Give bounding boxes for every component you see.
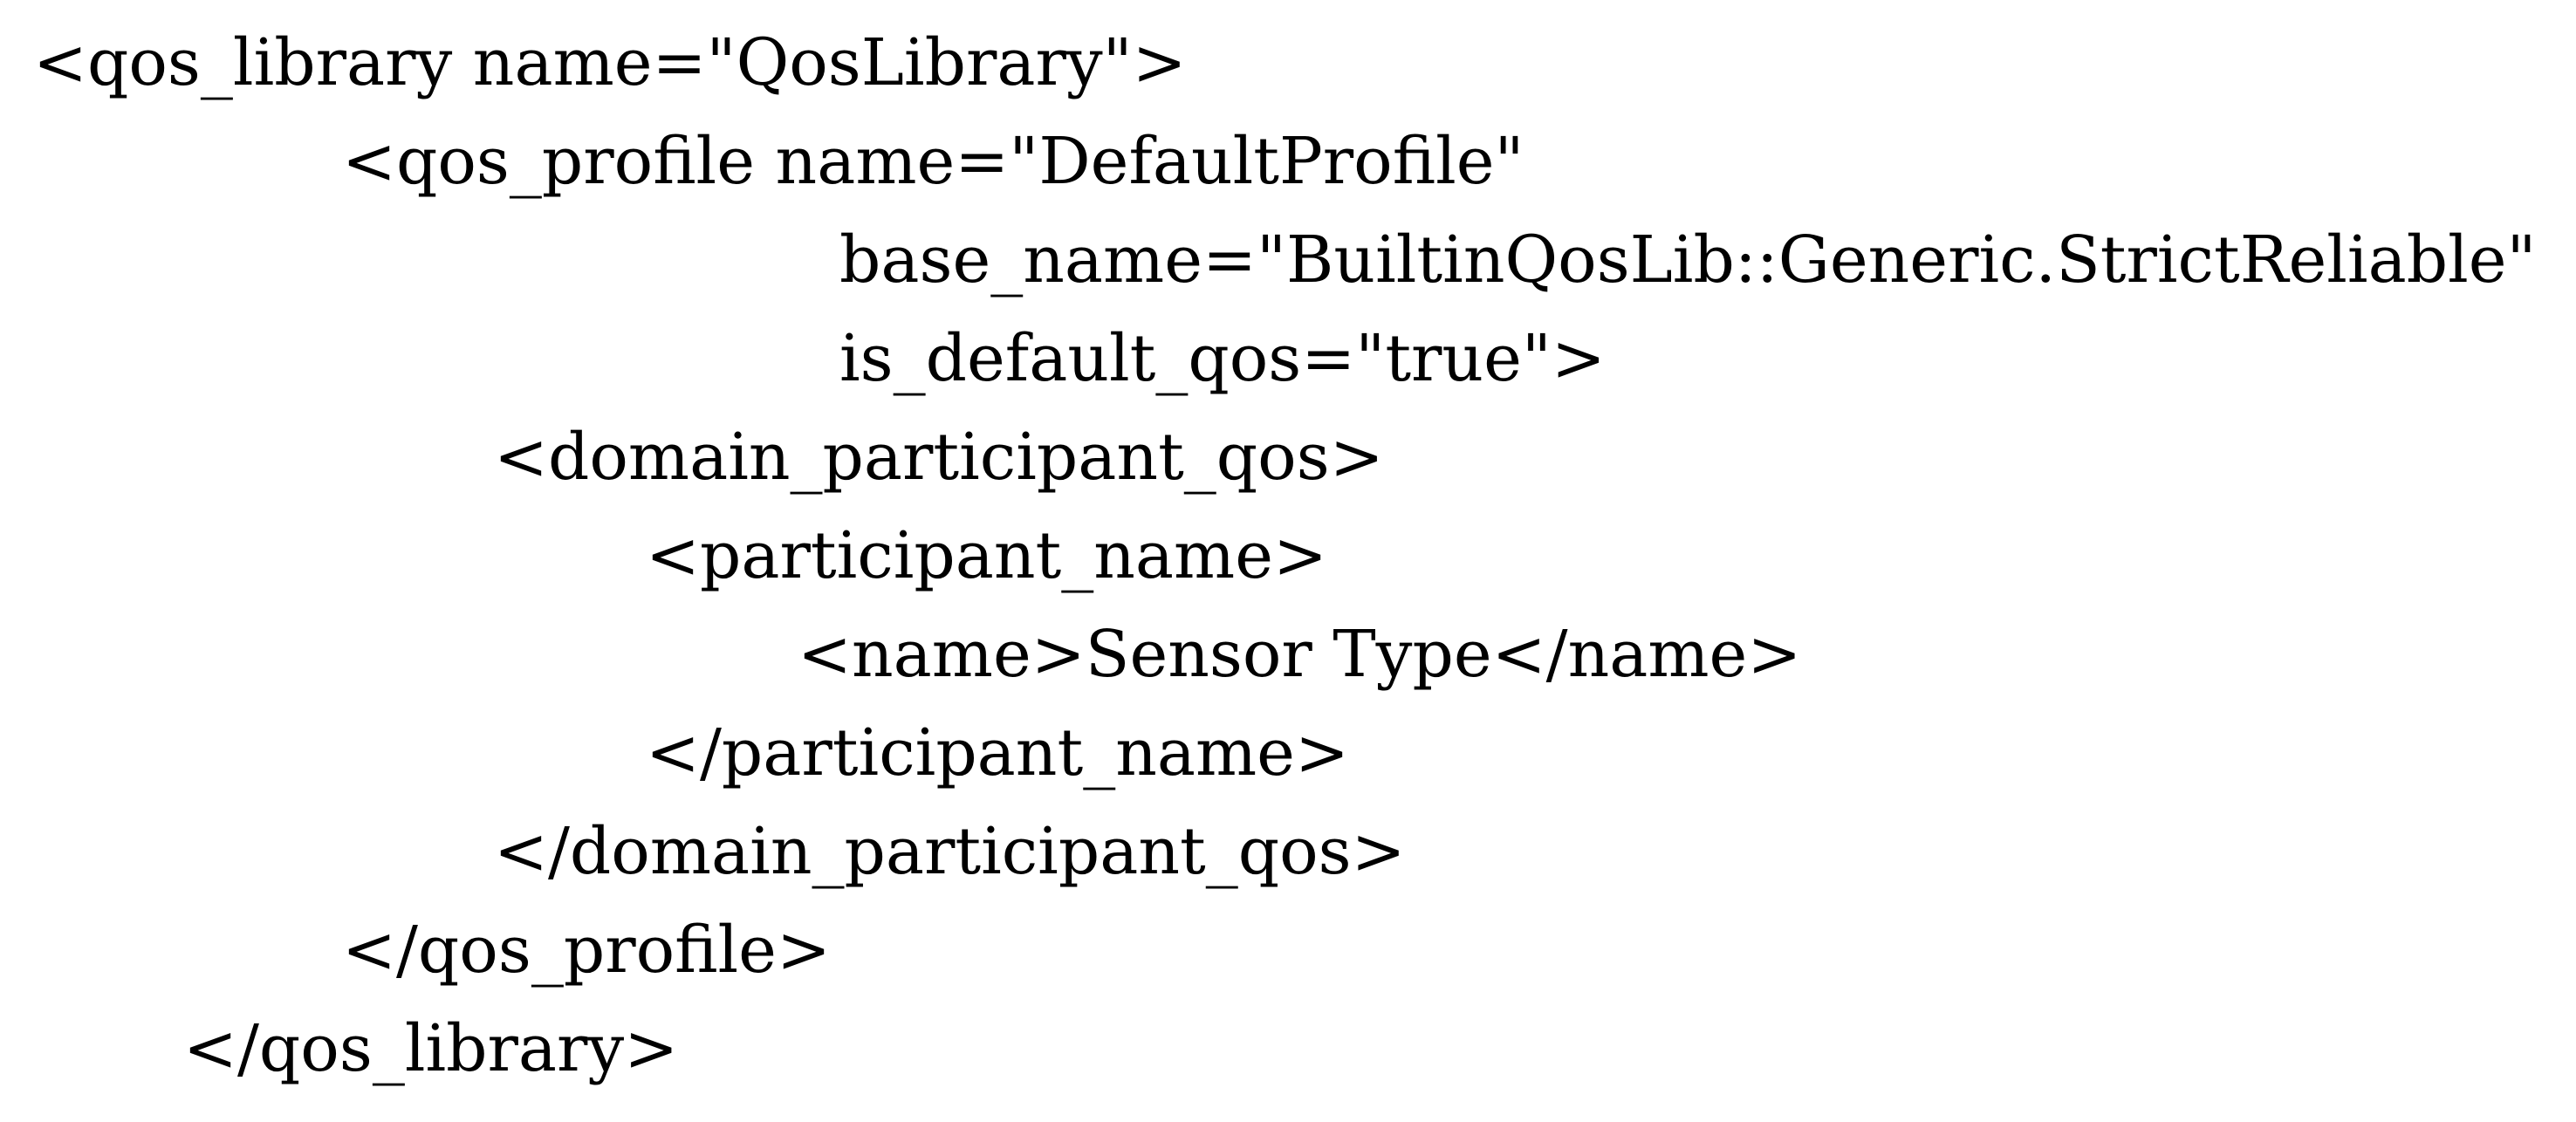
code-line-participant-name-open: <participant_name> (646, 518, 1328, 593)
code-line-base-name-attr: base_name="BuiltinQosLib::Generic.Strict… (839, 222, 2537, 298)
code-line-participant-name-close: </participant_name> (646, 715, 1349, 790)
code-line-qos-library-close: </qos_library> (183, 1011, 679, 1086)
code-line-qos-profile-open: <qos_profile name="DefaultProfile" (342, 124, 1524, 199)
code-line-qos-library-open: <qos_library name="QosLibrary"> (33, 25, 1187, 100)
code-line-name-element: <name>Sensor Type</name> (798, 617, 1802, 692)
code-line-domain-participant-qos-close: </domain_participant_qos> (494, 814, 1406, 889)
code-line-qos-profile-close: </qos_profile> (342, 913, 831, 988)
code-line-domain-participant-qos-open: <domain_participant_qos> (494, 420, 1384, 495)
code-line-is-default-qos-attr: is_default_qos="true"> (839, 321, 1606, 396)
